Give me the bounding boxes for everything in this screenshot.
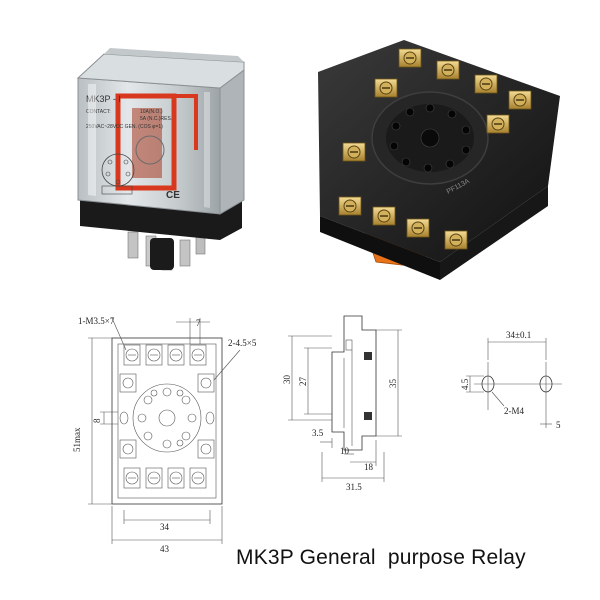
height-max-label: 51max [72, 427, 82, 452]
relay-contact-label: CONTACT: [86, 109, 111, 115]
product-caption: MK3P General purpose Relay [236, 546, 526, 569]
relay-wiring-diagram [101, 153, 135, 195]
hole-screw-label: 2-M4 [504, 406, 524, 416]
relay-pins [127, 231, 206, 271]
relay-image: MK3P - I CONTACT: 10A(N.O.) 5A (N.C.)RES… [76, 48, 245, 271]
depth-label: 18 [364, 462, 374, 472]
inner-height-label: 27 [298, 377, 308, 387]
relay-model-label: MK3P - I [86, 94, 121, 104]
center-gap-label: 8 [92, 418, 102, 423]
base-width-label: 31.5 [346, 482, 362, 492]
ce-mark: CE [166, 190, 180, 201]
body-height-label: 30 [282, 375, 292, 385]
socket-pin-holes [389, 103, 471, 173]
rail-offset-label: 3.5 [312, 428, 324, 438]
relay-rating-2: 5A (N.C.)RES. [140, 116, 172, 122]
overall-height-label: 35 [388, 379, 398, 389]
hole-spacing-label: 34 [160, 522, 170, 532]
width-label: 43 [160, 544, 170, 554]
pitch-label: 7 [196, 318, 201, 328]
side-view-drawing: 30 27 35 3.5 10 18 31.5 [282, 315, 402, 492]
hole-height-label: 4.5 [460, 378, 470, 390]
front-view-drawing: 1-M3.5×7 7 2-4.5×5 51max 8 34 43 [72, 316, 257, 554]
hole-width-label: 5 [556, 420, 561, 430]
mount-holes-label: 2-4.5×5 [228, 338, 257, 348]
hole-spacing-tolerance-label: 34±0.1 [506, 330, 531, 340]
socket-image: PF113A [318, 40, 560, 280]
mounting-hole-drawing: 34±0.1 4.5 2-M4 5 [460, 330, 562, 430]
step-label: 10 [340, 446, 350, 456]
terminal-screw-label: 1-M3.5×7 [78, 316, 115, 326]
relay-rating-3: 250VAC~28VDC GEN. (COS φ=1) [86, 124, 163, 130]
relay-coil [115, 93, 198, 191]
relay-rating-1: 10A(N.O.) [140, 109, 163, 115]
socket-terminals [338, 48, 532, 250]
